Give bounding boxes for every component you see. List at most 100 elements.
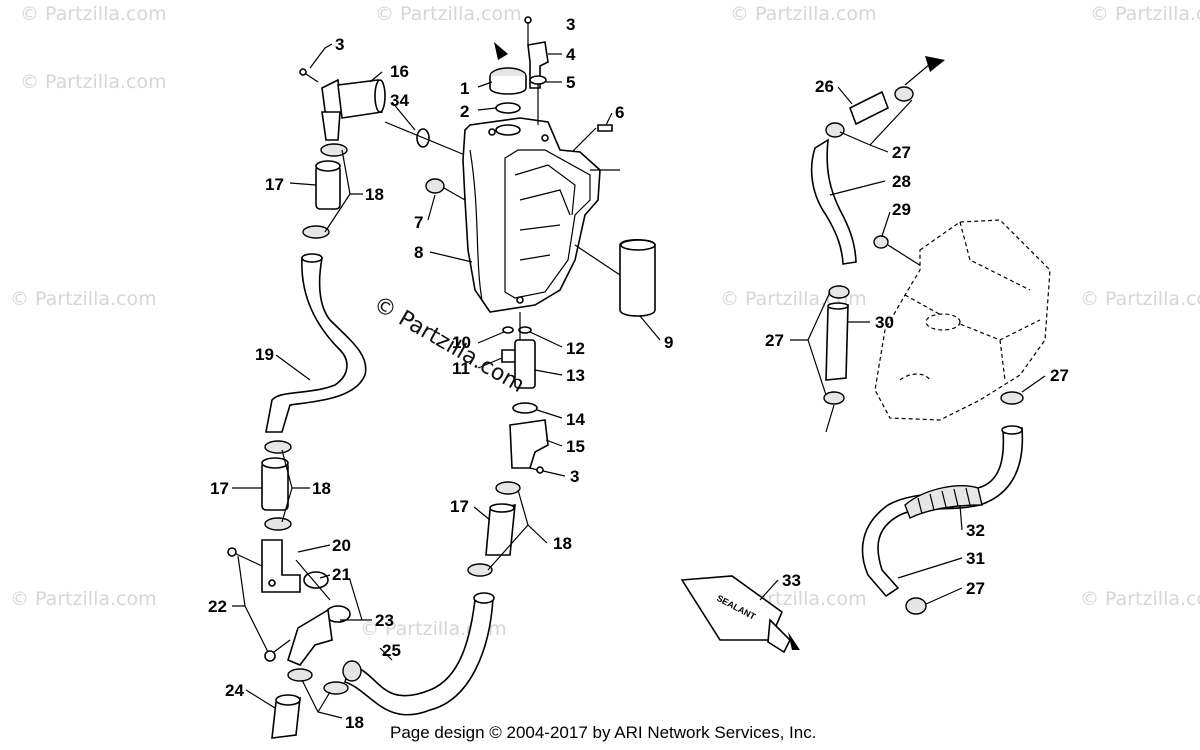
leader-lines xyxy=(232,43,1046,719)
hose-clamp xyxy=(894,86,914,102)
coolant-tank xyxy=(425,16,656,577)
callout-11: 11 xyxy=(452,359,470,378)
hose-clamp xyxy=(495,481,521,495)
cap-seal xyxy=(495,102,521,114)
hose-clamp xyxy=(287,668,313,682)
callout-4: 4 xyxy=(566,45,576,64)
watermark: © Partzilla.com xyxy=(1080,288,1200,310)
callout-3: 3 xyxy=(335,35,344,54)
bolt xyxy=(227,547,237,557)
callout-17: 17 xyxy=(210,479,229,498)
callout-3: 3 xyxy=(566,15,575,34)
outlet-fitting xyxy=(261,539,301,593)
callout-numbers: 3 16 34 17 18 19 17 18 20 21 22 23 25 24… xyxy=(208,15,1069,732)
callout-24: 24 xyxy=(225,681,244,700)
watermark-layer: © Partzilla.com © Partzilla.com © Partzi… xyxy=(10,3,1200,640)
hose-clamp xyxy=(467,563,493,577)
hose-clamp xyxy=(264,517,292,531)
callout-2: 2 xyxy=(460,102,469,121)
hose-clamp xyxy=(905,597,927,615)
hose-clamp xyxy=(825,122,845,138)
callout-29: 29 xyxy=(892,200,911,219)
grommet xyxy=(425,178,445,194)
vent-hose xyxy=(848,90,890,126)
watermark: © Partzilla.com xyxy=(10,588,157,610)
callout-7: 7 xyxy=(414,213,423,232)
callout-22: 22 xyxy=(208,597,227,616)
o-ring xyxy=(529,75,547,85)
long-hose xyxy=(344,597,494,716)
watermark: © Partzilla.com xyxy=(730,3,877,25)
callout-17: 17 xyxy=(450,497,469,516)
hose-clamp xyxy=(320,143,348,157)
callout-5: 5 xyxy=(566,73,575,92)
curved-vent-hose xyxy=(810,138,857,265)
short-hose xyxy=(261,461,289,511)
hose-clamp xyxy=(1000,391,1024,405)
hose-clamp xyxy=(828,285,850,299)
callout-21: 21 xyxy=(332,565,351,584)
o-ring xyxy=(512,402,538,414)
grommet xyxy=(873,235,889,249)
hose-clamp xyxy=(823,391,845,405)
outlet-elbow xyxy=(509,419,549,469)
watermark: © Partzilla.com xyxy=(20,71,167,93)
callout-16: 16 xyxy=(390,62,409,81)
hose-clamp xyxy=(264,440,292,454)
watermark: © Partzilla.com xyxy=(1080,588,1200,610)
watermark: © Partzilla.com xyxy=(10,288,157,310)
callout-14: 14 xyxy=(566,410,585,429)
page-footer: Page design © 2004-2017 by ARI Network S… xyxy=(390,723,816,742)
callout-30: 30 xyxy=(875,313,894,332)
watermark: © Partzilla.com xyxy=(20,3,167,25)
straight-hose xyxy=(825,304,849,381)
washer xyxy=(518,326,532,334)
callout-34: 34 xyxy=(390,91,409,110)
callout-8: 8 xyxy=(414,243,423,262)
screw xyxy=(524,16,532,24)
callout-31: 31 xyxy=(966,549,985,568)
screw xyxy=(299,68,307,76)
flow-arrow xyxy=(494,42,508,60)
callout-27: 27 xyxy=(966,579,985,598)
callout-18: 18 xyxy=(312,479,331,498)
filter-screen xyxy=(619,238,656,317)
callout-23: 23 xyxy=(375,611,394,630)
callout-1: 1 xyxy=(460,79,469,98)
left-hose-assembly xyxy=(227,68,495,739)
callout-33: 33 xyxy=(782,571,801,590)
callout-9: 9 xyxy=(664,333,673,352)
callout-13: 13 xyxy=(566,366,585,385)
callout-25: 25 xyxy=(382,641,401,660)
callout-3: 3 xyxy=(570,467,579,486)
callout-27: 27 xyxy=(892,143,911,162)
callout-28: 28 xyxy=(892,172,911,191)
hose-clamp xyxy=(302,225,330,239)
washer xyxy=(502,326,514,334)
callout-27: 27 xyxy=(765,331,784,350)
callout-18: 18 xyxy=(365,185,384,204)
curved-hose xyxy=(265,257,367,433)
callout-18: 18 xyxy=(553,534,572,553)
outlet-tube xyxy=(514,339,536,389)
callout-32: 32 xyxy=(966,521,985,540)
callout-26: 26 xyxy=(815,77,834,96)
flow-arrow xyxy=(925,56,945,72)
hose-clamp xyxy=(323,681,349,695)
callout-27: 27 xyxy=(1050,366,1069,385)
upper-hose xyxy=(337,79,383,119)
watermark: © Partzilla.com xyxy=(375,3,522,25)
callout-19: 19 xyxy=(255,345,274,364)
drain-hose xyxy=(861,427,1024,598)
callout-6: 6 xyxy=(615,103,624,122)
callout-20: 20 xyxy=(332,536,351,555)
tank-body xyxy=(462,117,601,313)
callout-10: 10 xyxy=(452,333,471,352)
callout-17: 17 xyxy=(265,175,284,194)
right-assembly: SEALANT xyxy=(680,56,1051,654)
bolt xyxy=(264,650,276,662)
screw xyxy=(597,124,613,132)
watermark: © Partzilla.com xyxy=(1090,3,1200,25)
callout-12: 12 xyxy=(566,339,585,358)
